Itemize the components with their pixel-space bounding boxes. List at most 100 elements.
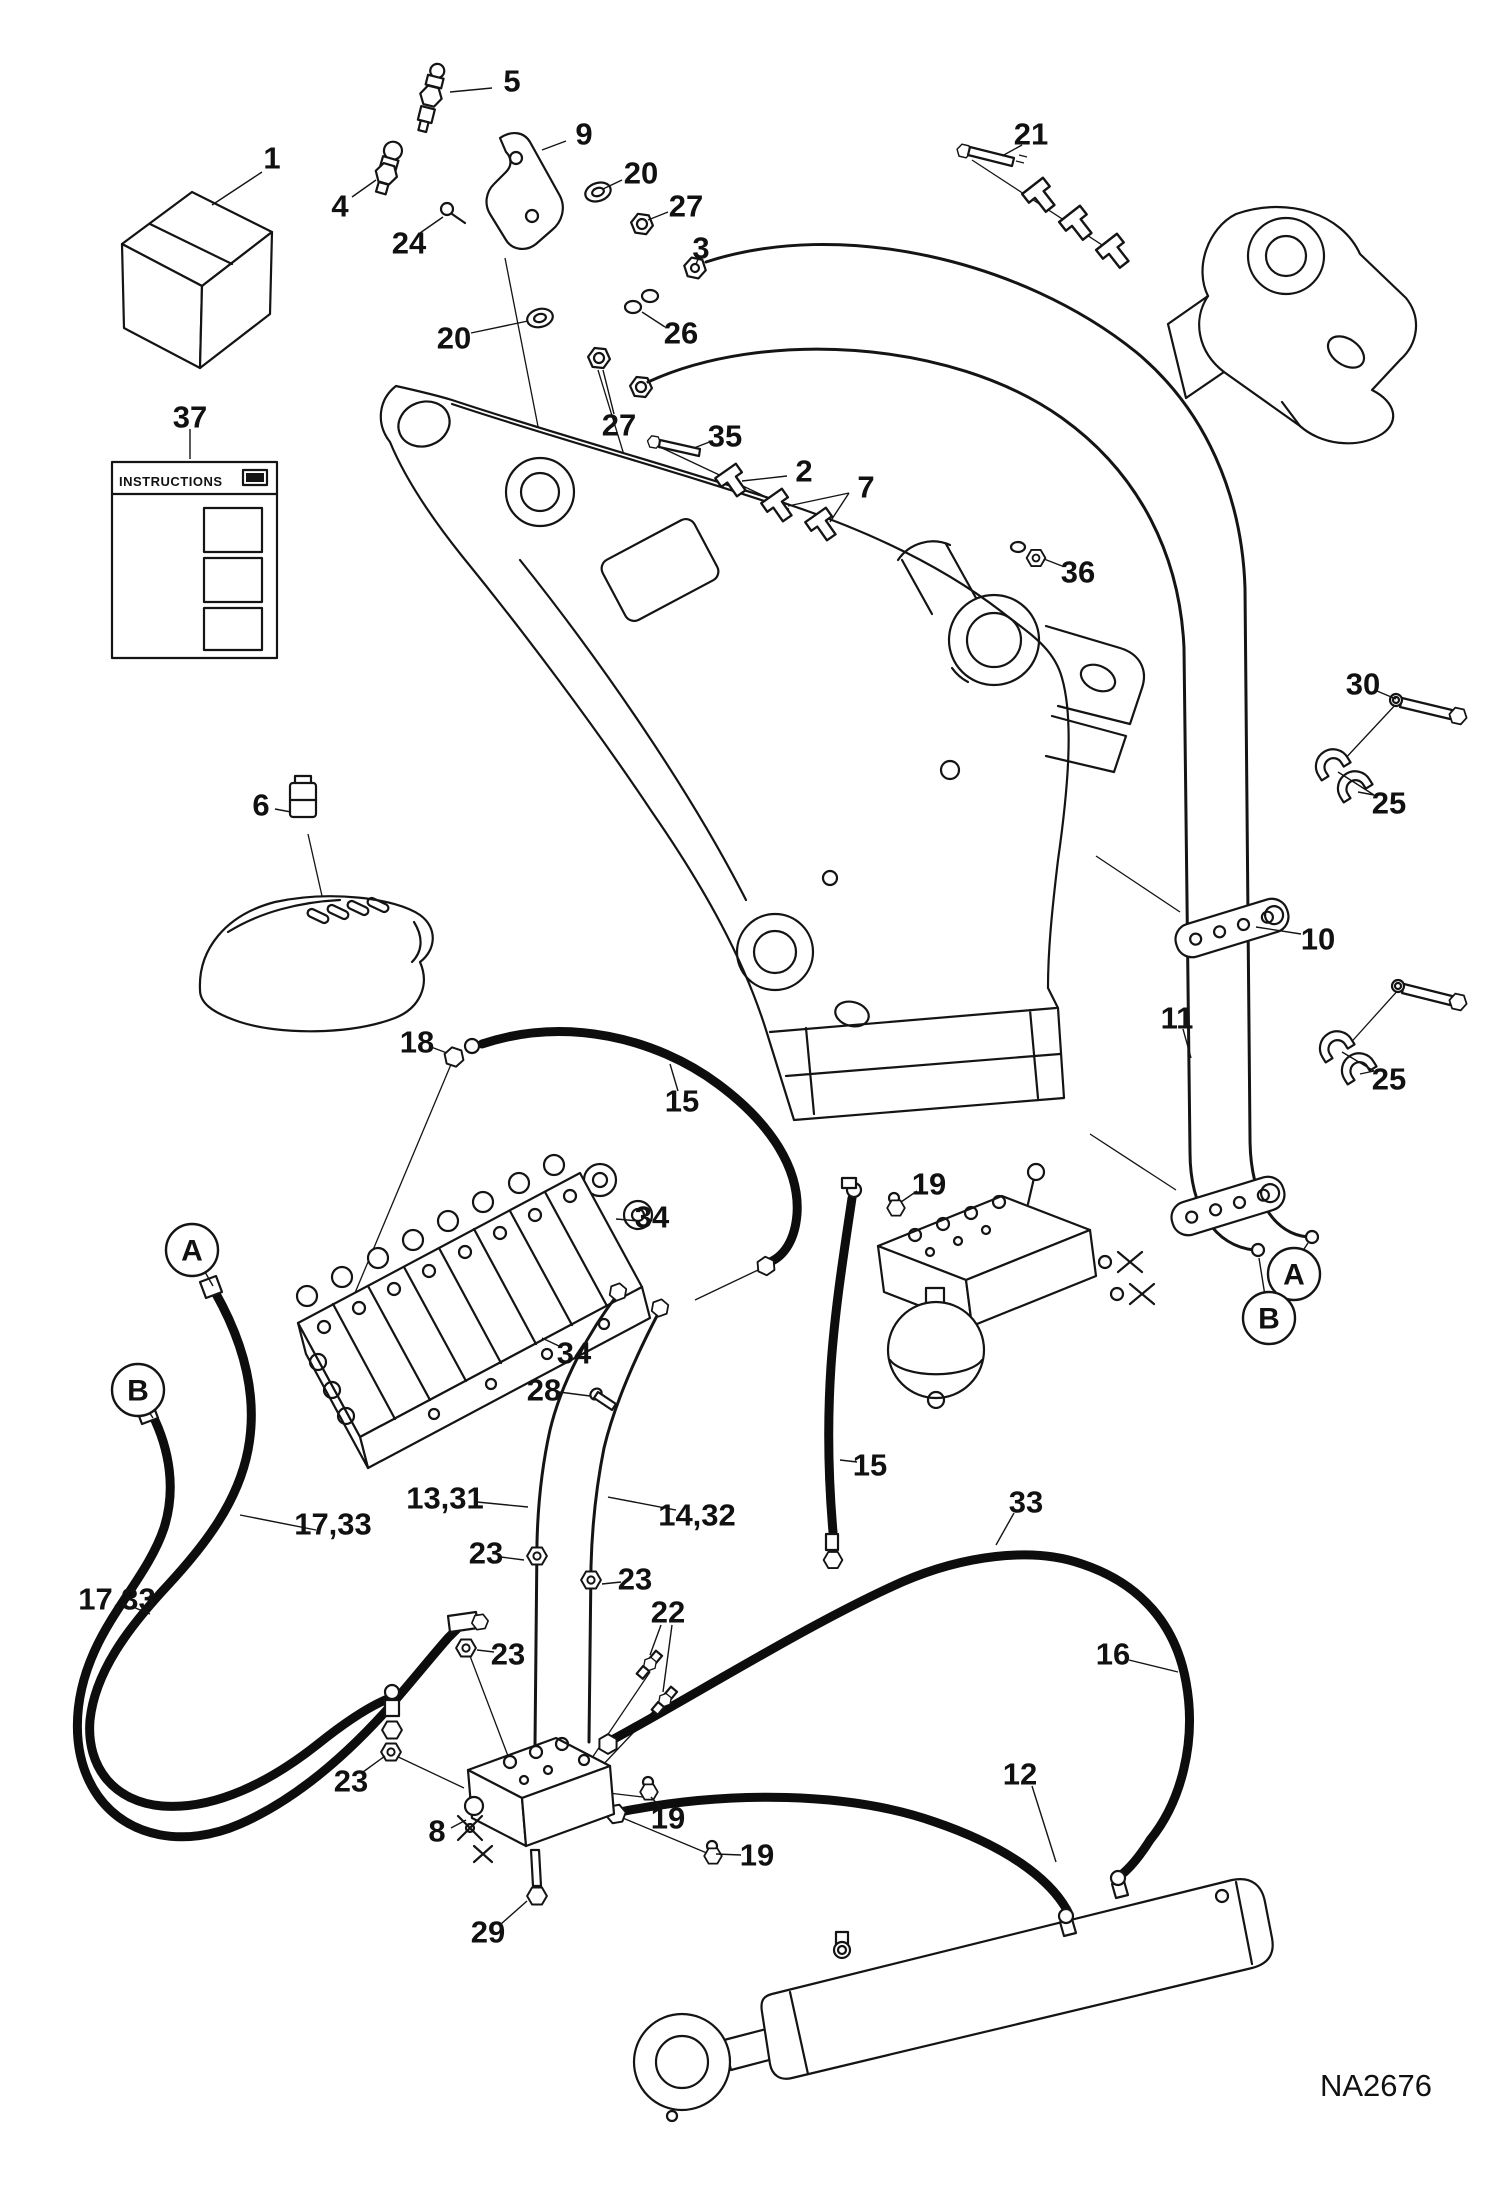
callout-label: 20 (437, 321, 471, 356)
callout-label: 27 (669, 189, 703, 224)
callout-leader (693, 440, 713, 449)
base-end-elbow (1057, 1907, 1078, 1938)
callout-leader (351, 179, 377, 198)
grease-fitting (665, 2109, 679, 2123)
callout-label: 10 (1301, 922, 1335, 957)
hose-17-33-lower (72, 1409, 465, 1842)
callout-leader (601, 1581, 622, 1585)
bracket-hole (524, 208, 540, 224)
callout-label: 20 (624, 156, 658, 191)
callout-label: 33 (1009, 1485, 1043, 1520)
callout-label: 23 (469, 1536, 503, 1571)
clamp-25-bottom (1312, 978, 1470, 1086)
callout-label: 18 (400, 1025, 434, 1060)
washer (1390, 978, 1406, 994)
callout-leader (641, 311, 666, 328)
callout-label: 4 (331, 189, 349, 224)
callout-label: 12 (1003, 1757, 1037, 1792)
callout-label: 19 (912, 1167, 946, 1202)
callout-label: 14,32 (658, 1498, 736, 1533)
callout-leader (995, 1512, 1015, 1546)
valve-fitting-4 (372, 140, 404, 196)
bolt-30-shaft (1398, 696, 1454, 721)
cylinder-barrel (760, 1878, 1274, 2080)
callout-leader (615, 1218, 640, 1222)
tube-14-32 (587, 1308, 662, 1744)
view-reference-circle (1266, 1246, 1322, 1302)
nut-36-group (1009, 540, 1047, 568)
view-reference-circle (1241, 1290, 1297, 1346)
callout-leader (1357, 791, 1375, 796)
hose-16 (607, 1550, 1194, 1881)
callout-label: 9 (575, 117, 592, 152)
callout-label: 7 (857, 470, 874, 505)
callout-label: 28 (527, 1373, 561, 1408)
tube-13-31 (533, 1292, 620, 1747)
callout-leader (649, 1624, 662, 1656)
nut-23 (526, 1546, 548, 1566)
washer-20 (524, 305, 556, 331)
callout-label: 2 (795, 454, 812, 489)
callout-label: 15 (853, 1448, 887, 1483)
callout-label: 25 (1372, 786, 1406, 821)
bolt-28 (589, 1387, 618, 1412)
hose-b-end-fitting (446, 1610, 490, 1658)
tube-end-fitting (1250, 1242, 1266, 1258)
washer-20 (581, 178, 615, 206)
callout-label: 25 (1372, 1062, 1406, 1097)
callout-leader (430, 1046, 448, 1054)
bracket-9 (485, 132, 564, 250)
callout-label: 34 (635, 1200, 670, 1235)
callout-leader (500, 1556, 525, 1561)
callout-label: 37 (173, 400, 207, 435)
clamp-half (1020, 176, 1062, 218)
callout-leader (476, 1649, 495, 1653)
tube-11 (646, 347, 1256, 1252)
callout-leader (715, 1853, 742, 1856)
callout-label: 36 (1061, 555, 1095, 590)
callout-label: 19 (651, 1801, 685, 1836)
instructions-title: INSTRUCTIONS (119, 474, 223, 489)
clamp-2-7-group (645, 434, 843, 546)
callout-leader (1043, 558, 1063, 567)
accumulator (886, 1286, 986, 1410)
callout-label: 17,33 (78, 1582, 156, 1617)
fitting-22 (650, 1685, 679, 1716)
callout-label: 21 (1014, 117, 1048, 152)
callout-leader (839, 1459, 858, 1463)
pin-24 (439, 201, 467, 225)
washer-26 (640, 288, 660, 304)
callout-label: 8 (428, 1814, 445, 1849)
main-valve-block (295, 1153, 654, 1470)
washer-26 (623, 299, 643, 315)
control-cover (198, 895, 434, 1033)
callout-label: 22 (651, 1595, 685, 1630)
hose-17-33-upper (85, 1287, 395, 1811)
callout-label: 27 (602, 408, 636, 443)
callout-leader (1128, 1659, 1179, 1673)
plug-19 (639, 1775, 659, 1801)
callout-leader (1341, 1051, 1375, 1072)
steel-lines (533, 1280, 672, 1747)
nut-23 (580, 1570, 602, 1590)
elbow-18 (440, 1037, 481, 1070)
callout-leader (647, 211, 669, 221)
nut-23 (380, 1742, 402, 1762)
bolt-29 (526, 1848, 548, 1906)
callout-label: 13,31 (406, 1481, 484, 1516)
bolt-shaft (1400, 982, 1454, 1007)
parts-box (120, 190, 274, 370)
tube-clamp-bars (1170, 897, 1290, 1237)
callout-leader (1255, 926, 1302, 935)
callout-leader (650, 1796, 661, 1808)
hose-a-end-elbow (380, 1683, 403, 1762)
callout-label: 23 (618, 1562, 652, 1597)
hydraulic-cylinder (632, 1869, 1274, 2123)
callout-leader (829, 492, 850, 523)
fitting-cluster-top-left (372, 62, 709, 399)
nut-27 (628, 211, 656, 237)
view-reference-letter: A (181, 1235, 203, 1268)
callout-leader (607, 1496, 677, 1511)
